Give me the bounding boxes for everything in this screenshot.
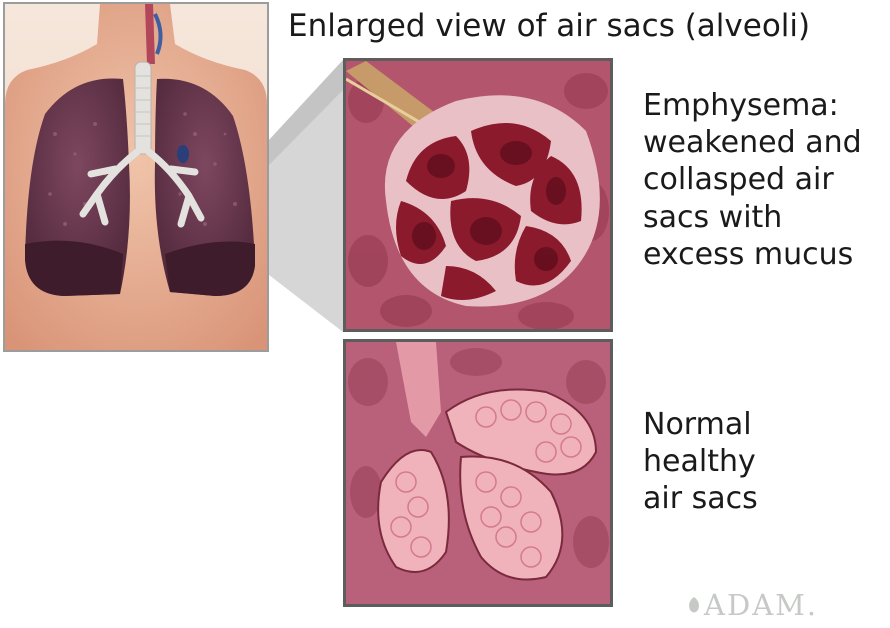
normal-label: Normal healthy air sacs xyxy=(643,406,758,518)
adam-logo: ADAM. xyxy=(704,588,818,622)
emphysema-air-sacs-illustration xyxy=(343,58,613,332)
adam-logo-leaf-icon xyxy=(686,596,702,616)
torso-illustration xyxy=(3,2,269,352)
emphysema-label: Emphysema: weakened and collasped air sa… xyxy=(643,87,862,273)
normal-air-sacs-illustration xyxy=(343,339,613,607)
